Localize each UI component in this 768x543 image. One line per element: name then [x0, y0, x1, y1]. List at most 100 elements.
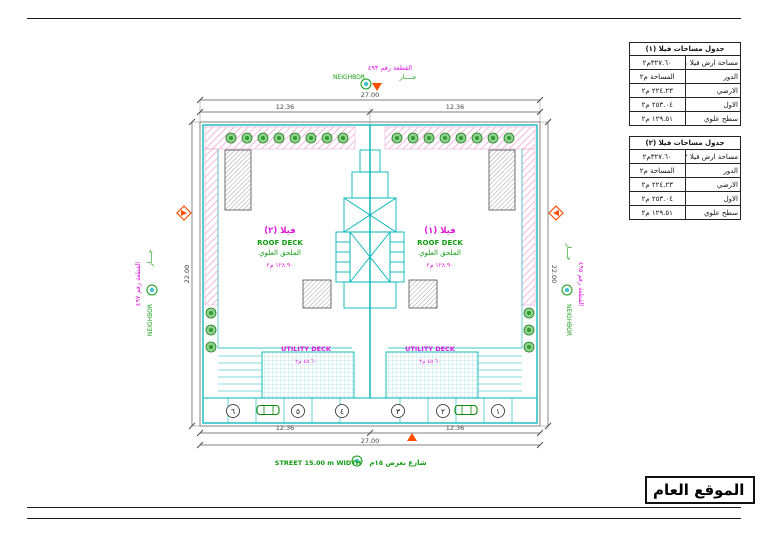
cell-label: الاول	[684, 97, 741, 112]
parking-number: ٤	[340, 407, 344, 416]
pergola-stripes	[218, 355, 522, 392]
utility-label-right: UTILITY DECK	[405, 345, 456, 353]
parking-number-badges: ٦ ٥ ٤ ٣ ٢ ١	[226, 404, 505, 418]
neighbor-label-right-ar: جــــار	[565, 243, 573, 261]
villa-2-area: ١٢٨.٩٠ م٢	[267, 262, 294, 269]
table-title: جدول مساحات فيلا (٢)	[629, 136, 741, 150]
utility-deck-labels: UTILITY DECK ٤٥.٦٠ م٢ UTILITY DECK ٤٥.٦٠…	[281, 345, 456, 365]
parking-number: ٣	[396, 407, 400, 416]
cell-value: المساحة م٢	[629, 163, 686, 178]
cell-label: الارضي	[684, 83, 741, 98]
villa-1-labels: فيلا (١) ROOF DECK الملحق العلوي ١٢٨.٩٠ …	[417, 226, 463, 269]
street-label-ar: شارع بعرض ١٥م	[369, 459, 426, 467]
cell-label: مساحة ارض فيلا ٢	[684, 149, 741, 164]
villa-2-labels: فيلا (٢) ROOF DECK الملحق العلوي ١٢٨.٩٠ …	[257, 226, 303, 269]
cell-value: المساحة م٢	[629, 69, 686, 84]
villa-2-deck-ar: الملحق العلوي	[259, 249, 301, 257]
cell-label: سطح علوي	[684, 111, 741, 126]
villa-2-name: فيلا (٢)	[264, 226, 295, 236]
central-core	[335, 149, 405, 309]
stair-shaft-right	[488, 149, 516, 211]
dim-top-total: 27.00	[361, 91, 380, 99]
plot-number-left: القطعة رقم ٤٩٧	[134, 262, 142, 306]
utility-label-left: UTILITY DECK	[281, 345, 332, 353]
neighbor-label-left-en: NEIGHBOR	[147, 304, 154, 336]
table-row: الارضي ٢٢٤.٢٣ م٢	[629, 177, 741, 192]
cell-label: الاول	[684, 191, 741, 206]
cell-value: ١٢٩.٥١ م٢	[629, 205, 686, 220]
table-row: الدور المساحة م٢	[629, 163, 741, 178]
villa-1-deck-en: ROOF DECK	[417, 239, 463, 247]
entry-arrow-top	[372, 83, 382, 91]
dim-bottom-total: 27.00	[361, 437, 380, 445]
utility-area-right: ٤٥.٦٠ م٢	[419, 359, 441, 365]
villa-2-area-table: جدول مساحات فيلا (٢) مساحة ارض فيلا ٢ ٣٢…	[629, 136, 741, 220]
utility-deck-right	[385, 351, 479, 399]
villa-1-area-table: جدول مساحات فيلا (١) مساحة ارض فيلا ١ ٣٢…	[629, 42, 741, 126]
neighbor-label-left-ar: جــــار	[146, 250, 154, 268]
cell-value: ٢٢٤.٢٣ م٢	[629, 83, 686, 98]
plot-number-right: القطعة رقم ٤٩٥	[577, 262, 585, 306]
stair-shaft-left	[224, 149, 252, 211]
neighbor-label-top-ar: جــــار	[399, 73, 417, 81]
plot-number-top: القطعة رقم ٤٩٣	[368, 64, 412, 72]
villa-2-deck-en: ROOF DECK	[257, 239, 303, 247]
table-row: الاول ٢٥٣.٠٤ م٢	[629, 191, 741, 206]
parking-row	[227, 398, 513, 423]
sheet-border-lines	[27, 18, 741, 519]
dimension-texts: 27.00 12.36 12.36 12.36 12.36 27.00 22.0…	[183, 91, 558, 445]
cell-label: الدور	[684, 163, 741, 178]
neighbor-block-left: جــــار القطعة رقم ٤٩٧ NEIGHBOR	[134, 250, 154, 336]
utility-deck-left	[261, 351, 355, 399]
villa-1-deck-ar: الملحق العلوي	[419, 249, 461, 257]
neighbor-label-right-en: NEIGHBOR	[565, 304, 572, 336]
parking-number: ٥	[296, 407, 300, 416]
dim-side-left: 22.00	[183, 265, 191, 284]
dim-side-right: 22.00	[550, 265, 558, 284]
table-row: سطح علوي ١٢٩.٥١ م٢	[629, 205, 741, 220]
cell-value: ٢٥٣.٠٤ م٢	[629, 191, 686, 206]
street-labels: STREET 15.00 m WIDTH شارع بعرض ١٥م	[275, 459, 427, 467]
dim-bottom-right: 12.36	[446, 424, 465, 432]
street-label-en: STREET 15.00 m WIDTH	[275, 459, 361, 467]
parking-number: ٦	[231, 407, 235, 416]
dim-top-left: 12.36	[276, 103, 295, 111]
table-row: جدول مساحات فيلا (١)	[629, 42, 741, 56]
table-row: سطح علوي ١٢٩.٥١ م٢	[629, 111, 741, 126]
table-row: الدور المساحة م٢	[629, 69, 741, 84]
service-shaft-left	[302, 279, 332, 309]
cell-label: مساحة ارض فيلا ١	[684, 55, 741, 70]
service-shaft-right	[408, 279, 438, 309]
parking-number: ٢	[441, 407, 445, 416]
cell-value: ٣٢٧.٦٠م٢	[629, 55, 686, 70]
cell-label: سطح علوي	[684, 205, 741, 220]
neighbor-label-top-en: NEIGHBOR	[333, 74, 365, 81]
dimension-ticks	[188, 96, 552, 449]
level-marker-right	[548, 205, 564, 221]
neighbor-block-right: جــــار القطعة رقم ٤٩٥ NEIGHBOR	[565, 243, 585, 336]
parking-number: ١	[496, 407, 500, 416]
cell-value: ٢٢٤.٢٣ م٢	[629, 177, 686, 192]
table-title: جدول مساحات فيلا (١)	[629, 42, 741, 56]
table-row: الاول ٢٥٣.٠٤ م٢	[629, 97, 741, 112]
level-marker-left	[176, 205, 192, 221]
villa-1-name: فيلا (١)	[424, 226, 455, 236]
cell-value: ٢٥٣.٠٤ م٢	[629, 97, 686, 112]
table-row: جدول مساحات فيلا (٢)	[629, 136, 741, 150]
dim-top-right: 12.36	[446, 103, 465, 111]
neighbor-block-top: القطعة رقم ٤٩٣ NEIGHBOR جــــار	[333, 64, 416, 81]
villa-1-area: ١٢٨.٩٠ م٢	[427, 262, 454, 269]
table-row: مساحة ارض فيلا ٢ ٣٢٧.٦٠م٢	[629, 149, 741, 164]
drawing-title: الموقع العام	[653, 481, 745, 499]
entry-arrow-bottom	[407, 433, 417, 441]
utility-area-left: ٤٥.٦٠ م٢	[295, 359, 317, 365]
cell-label: الدور	[684, 69, 741, 84]
title-block: الموقع العام	[645, 476, 755, 504]
cell-value: ٣٢٧.٦٠م٢	[629, 149, 686, 164]
cell-label: الارضي	[684, 177, 741, 192]
table-row: الارضي ٢٢٤.٢٣ م٢	[629, 83, 741, 98]
cell-value: ١٢٩.٥١ م٢	[629, 111, 686, 126]
table-row: مساحة ارض فيلا ١ ٣٢٧.٦٠م٢	[629, 55, 741, 70]
